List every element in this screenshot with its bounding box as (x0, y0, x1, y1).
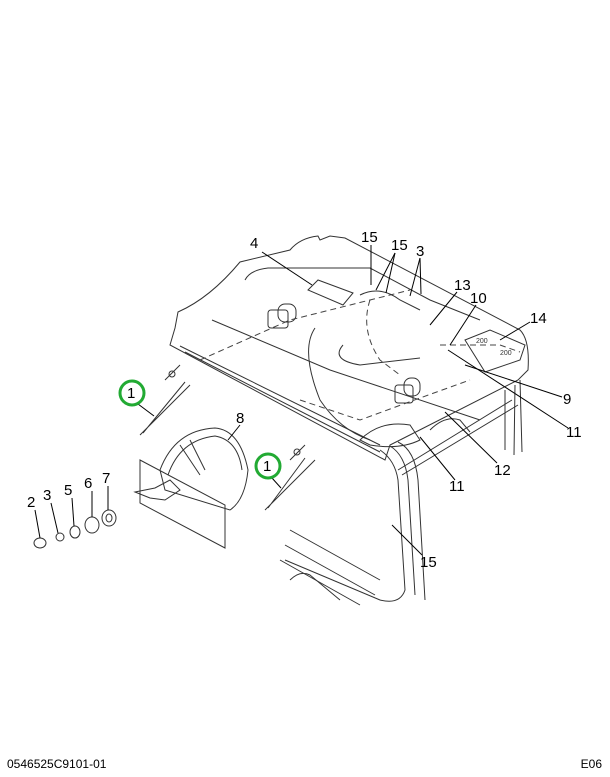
callout-15[interactable]: 15 (361, 229, 378, 246)
callout-5[interactable]: 5 (64, 482, 72, 499)
callout-11[interactable]: 11 (449, 478, 465, 495)
callout-7[interactable]: 7 (102, 470, 110, 487)
callout-6[interactable]: 6 (84, 475, 92, 492)
callout-1[interactable]: 1 (127, 385, 135, 402)
callout-10[interactable]: 10 (470, 290, 487, 307)
callout-1[interactable]: 1 (263, 458, 271, 475)
callout-11[interactable]: 11 (566, 424, 582, 441)
callout-8[interactable]: 8 (236, 410, 244, 427)
callout-2[interactable]: 2 (27, 494, 35, 511)
callout-15[interactable]: 15 (420, 554, 437, 571)
callout-3[interactable]: 3 (43, 487, 51, 504)
highlight-circle (118, 379, 146, 407)
highlight-circle (254, 452, 282, 480)
part-marking: 200 (500, 350, 512, 357)
callout-15[interactable]: 15 (391, 237, 408, 254)
callout-4[interactable]: 4 (250, 235, 258, 252)
callout-12[interactable]: 12 (494, 462, 511, 479)
leader-lines (34, 245, 569, 556)
callout-3[interactable]: 3 (416, 243, 424, 260)
callout-9[interactable]: 9 (563, 391, 571, 408)
part-marking: 200 (476, 338, 488, 345)
wiper-arms (139, 364, 316, 511)
document-id: 0546525C9101-01 (7, 757, 107, 771)
sheet-code: E06 (580, 757, 602, 771)
callout-14[interactable]: 14 (530, 310, 547, 327)
callout-13[interactable]: 13 (454, 277, 471, 294)
cab-roof-outline: 200 200 (169, 235, 529, 606)
small-parts (33, 509, 117, 549)
callout-labels: 1 1 2 3 5 6 7 8 4 15 15 3 13 10 14 9 11 … (27, 229, 582, 571)
wiper-motor (133, 427, 249, 549)
